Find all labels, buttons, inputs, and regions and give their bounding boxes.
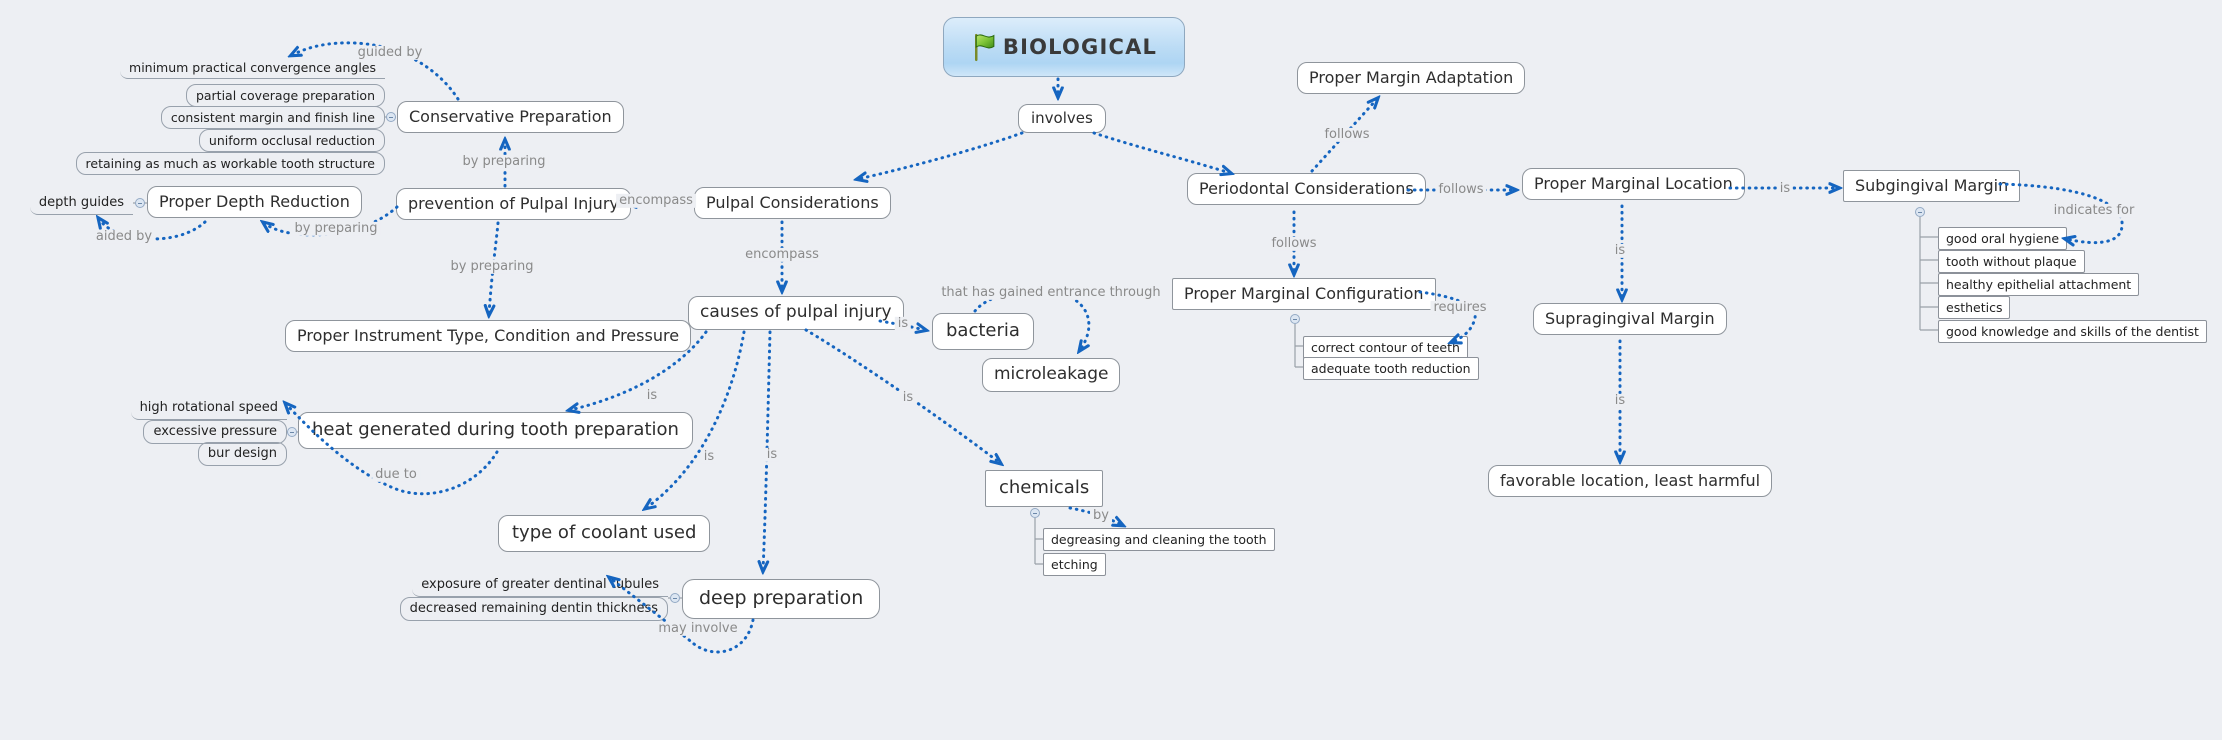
list-item[interactable]: consistent margin and finish line	[160, 106, 385, 129]
node-involves[interactable]: involves	[1018, 104, 1106, 134]
node-pulpal-considerations[interactable]: Pulpal Considerations	[694, 187, 891, 220]
link-label[interactable]: guided by	[354, 45, 426, 61]
list-item[interactable]: degreasing and cleaning the tooth	[1043, 528, 1275, 551]
root-title: BIOLOGICAL	[1002, 35, 1158, 59]
link-label[interactable]: follows	[1435, 182, 1487, 198]
node-chemicals[interactable]: chemicals	[985, 470, 1104, 507]
node-type-of-coolant[interactable]: type of coolant used	[498, 515, 711, 552]
node-periodontal-considerations[interactable]: Periodontal Considerations	[1187, 173, 1426, 206]
link-label[interactable]: may involve	[655, 621, 741, 637]
connector-tree	[1919, 217, 1938, 331]
list-item[interactable]: retaining as much as workable tooth stru…	[75, 152, 385, 175]
link-label[interactable]: by preparing	[447, 259, 537, 275]
link-label[interactable]: is	[1611, 393, 1629, 409]
list-item[interactable]: depth guides	[29, 192, 133, 215]
list-item[interactable]: decreased remaining dentin thickness	[399, 597, 668, 621]
list-item[interactable]: etching	[1043, 553, 1106, 576]
connector-tree	[1294, 324, 1303, 368]
list-item[interactable]: uniform occlusal reduction	[198, 129, 385, 152]
link-label[interactable]: is	[643, 388, 661, 404]
link-label[interactable]: is	[700, 449, 718, 465]
node-bacteria[interactable]: bacteria	[932, 313, 1034, 350]
link-label[interactable]: that has gained entrance through	[938, 285, 1164, 301]
link-label[interactable]: indicates for	[2050, 203, 2138, 219]
collapse-toggle-icon[interactable]	[135, 198, 145, 208]
list-item[interactable]: adequate tooth reduction	[1303, 357, 1479, 380]
node-microleakage[interactable]: microleakage	[982, 358, 1121, 392]
collapse-toggle-icon[interactable]	[1030, 508, 1040, 518]
node-proper-margin-adaptation[interactable]: Proper Margin Adaptation	[1297, 62, 1526, 95]
list-item[interactable]: healthy epithelial attachment	[1938, 273, 2140, 296]
list-item[interactable]: minimum practical convergence angles	[120, 57, 385, 79]
list-item[interactable]: esthetics	[1938, 296, 2011, 319]
link-label[interactable]: is	[763, 447, 781, 463]
collapse-toggle-icon[interactable]	[670, 593, 680, 603]
node-conservative-preparation[interactable]: Conservative Preparation	[397, 101, 624, 134]
link-label[interactable]: encompass	[742, 247, 822, 263]
collapse-toggle-icon[interactable]	[1290, 314, 1300, 324]
link-label[interactable]: follows	[1268, 236, 1320, 252]
node-proper-instrument[interactable]: Proper Instrument Type, Condition and Pr…	[285, 320, 692, 353]
node-deep-preparation[interactable]: deep preparation	[682, 579, 881, 619]
link-label[interactable]: is	[1776, 181, 1794, 197]
node-supragingival-margin[interactable]: Supragingival Margin	[1533, 303, 1727, 336]
link-label[interactable]: is	[1611, 243, 1629, 259]
node-proper-marginal-configuration[interactable]: Proper Marginal Configuration	[1172, 278, 1436, 311]
link-label[interactable]: is	[894, 316, 912, 332]
list-item[interactable]: partial coverage preparation	[185, 84, 385, 107]
link-label[interactable]: follows	[1321, 127, 1373, 143]
link-label[interactable]: by preparing	[459, 154, 549, 170]
node-biological[interactable]: BIOLOGICAL	[943, 17, 1185, 77]
flag-icon	[971, 33, 996, 62]
list-item[interactable]: good knowledge and skills of the dentist	[1938, 320, 2207, 343]
node-proper-depth-reduction[interactable]: Proper Depth Reduction	[147, 186, 362, 219]
list-item[interactable]: bur design	[197, 442, 287, 466]
list-item[interactable]: tooth without plaque	[1938, 250, 2085, 273]
edge-involves-pulpal[interactable]	[858, 131, 1024, 179]
link-label[interactable]: encompass	[616, 193, 696, 209]
node-subgingival-margin[interactable]: Subgingival Margin	[1843, 170, 2021, 203]
list-item[interactable]: correct contour of teeth	[1303, 336, 1468, 359]
list-item[interactable]: excessive pressure	[143, 420, 287, 444]
collapse-toggle-icon[interactable]	[386, 112, 396, 122]
node-favorable-location[interactable]: favorable location, least harmful	[1488, 465, 1773, 498]
node-heat-generated[interactable]: heat generated during tooth preparation	[298, 412, 693, 449]
list-item[interactable]: high rotational speed	[130, 397, 287, 420]
connector-tree	[1034, 518, 1043, 565]
link-label[interactable]: by	[1090, 508, 1112, 524]
list-item[interactable]: exposure of greater dentinal tubules	[412, 574, 668, 597]
link-label[interactable]: due to	[372, 467, 420, 483]
link-label[interactable]: by preparing	[291, 221, 381, 237]
link-label[interactable]: requires	[1430, 300, 1490, 316]
collapse-toggle-icon[interactable]	[287, 427, 297, 437]
node-prevention-of-pulpal-injury[interactable]: prevention of Pulpal Injury	[396, 188, 631, 221]
link-label[interactable]: is	[899, 390, 917, 406]
link-label[interactable]: aided by	[92, 229, 156, 245]
edge-involves-periodontal[interactable]	[1092, 131, 1230, 173]
list-item[interactable]: good oral hygiene	[1938, 227, 2068, 250]
node-causes-of-pulpal-injury[interactable]: causes of pulpal injury	[688, 296, 904, 330]
node-proper-marginal-location[interactable]: Proper Marginal Location	[1522, 168, 1745, 201]
collapse-toggle-icon[interactable]	[1915, 207, 1925, 217]
